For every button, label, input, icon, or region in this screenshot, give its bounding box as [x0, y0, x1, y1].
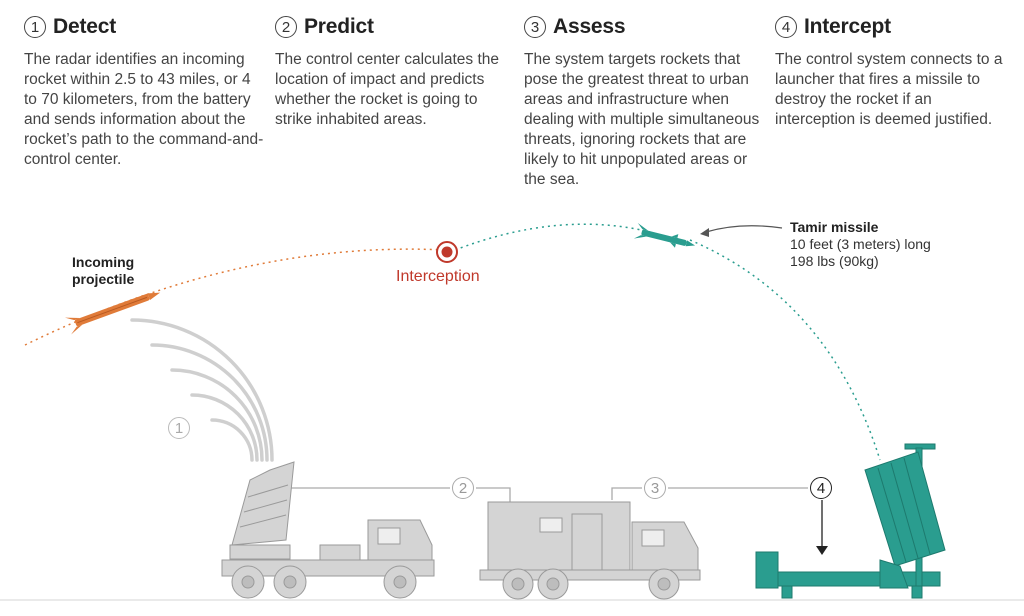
missile-launch-trajectory [689, 239, 881, 461]
step-title: Assess [553, 15, 626, 38]
step-description: The radar identifies an incoming rocket … [24, 51, 264, 168]
step-title: Intercept [804, 15, 891, 38]
step-detect: 1 Detect The radar identifies an incomin… [24, 12, 264, 170]
diagram-marker-assess: 3 [644, 477, 666, 499]
radar-waves-icon [130, 318, 274, 462]
interception-point-icon [436, 241, 458, 263]
step-assess: 3 Assess The system targets rockets that… [524, 12, 764, 190]
step-number: 3 [524, 16, 546, 38]
tamir-missile-icon [633, 222, 696, 248]
step-number: 4 [775, 16, 797, 38]
step-number: 1 [24, 16, 46, 38]
step-description: The control system connects to a launche… [775, 51, 1003, 128]
step-description: The system targets rockets that pose the… [524, 51, 760, 188]
diagram-marker-predict: 2 [452, 477, 474, 499]
step-number: 2 [275, 16, 297, 38]
incoming-projectile-label: Incoming projectile [72, 254, 135, 287]
step-description: The control center calculates the locati… [275, 51, 500, 128]
step-title: Detect [53, 15, 116, 38]
step-title: Predict [304, 15, 374, 38]
radar-truck-icon [221, 461, 435, 599]
tamir-missile-label: Tamir missile 10 feet (3 meters) long 19… [790, 219, 931, 269]
tamir-pointer-arrow [705, 225, 783, 233]
incoming-trajectory [24, 248, 446, 346]
step-predict: 2 Predict The control center calculates … [275, 12, 515, 130]
incoming-rocket-icon [64, 292, 161, 335]
missile-trajectory [454, 223, 651, 251]
arrow-down-icon [816, 546, 828, 555]
connection-lines [290, 487, 823, 550]
interception-label: Interception [396, 268, 480, 285]
command-truck-icon [479, 501, 701, 600]
step-intercept: 4 Intercept The control system connects … [775, 12, 1015, 130]
diagram-marker-intercept: 4 [810, 477, 832, 499]
diagram-marker-detect: 1 [168, 417, 190, 439]
launcher-icon [755, 443, 946, 599]
